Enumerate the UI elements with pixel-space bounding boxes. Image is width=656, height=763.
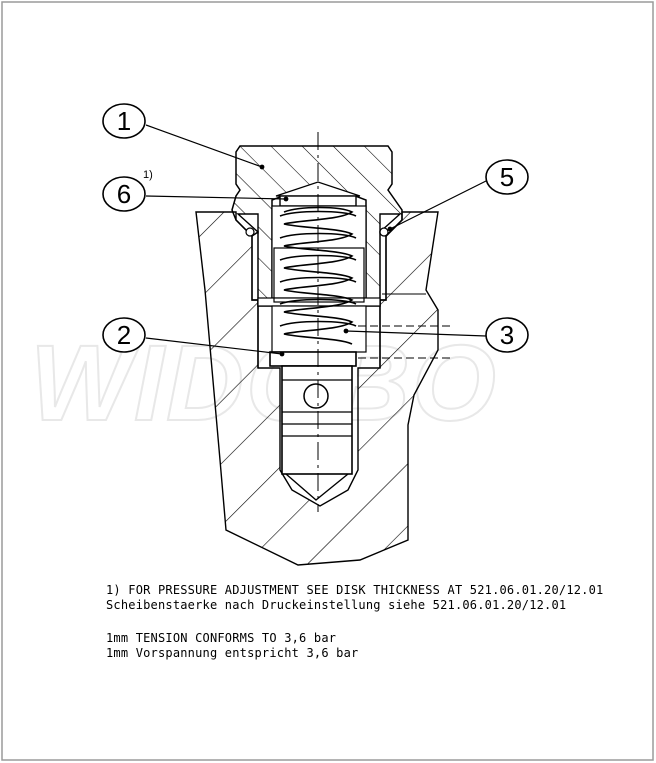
svg-text:6: 6: [117, 179, 131, 209]
spring-chamber: [271, 205, 367, 299]
leader-dot-3: [343, 328, 349, 334]
balloon-2: 2: [102, 317, 146, 353]
note-tension-en: 1mm TENSION CONFORMS TO 3,6 bar: [106, 631, 337, 645]
valve-piston: [281, 365, 353, 501]
leader-lines: [145, 124, 487, 355]
svg-text:2: 2: [117, 320, 131, 350]
balloon-6: 6: [102, 176, 146, 212]
seal-ring-left-detail: [245, 227, 255, 237]
footnote-marker: 1): [143, 169, 153, 181]
leader-dot-1: [259, 164, 265, 170]
note-pressure-adjustment-en: 1) FOR PRESSURE ADJUSTMENT SEE DISK THIC…: [106, 583, 604, 597]
seal-ring-left: [236, 213, 259, 234]
seal-ring-right: [379, 213, 402, 234]
svg-text:3: 3: [500, 320, 514, 350]
compression-spring: [279, 206, 357, 345]
leader-dot-6: [283, 196, 289, 202]
note-pressure-adjustment-de: Scheibenstaerke nach Druckeinstellung si…: [106, 598, 567, 612]
seal-ring-right-detail: [379, 227, 389, 237]
balloon-5: 5: [485, 159, 529, 195]
balloon-1: 1: [102, 103, 146, 139]
svg-text:5: 5: [500, 162, 514, 192]
balloon-3: 3: [485, 317, 529, 353]
leader-dot-5: [387, 226, 393, 232]
cross-bore: [303, 383, 329, 409]
inner-bore: [251, 236, 387, 368]
spring-guide: [273, 247, 365, 303]
leader-dot-2: [279, 351, 285, 357]
note-tension-de: 1mm Vorspannung entspricht 3,6 bar: [106, 646, 359, 660]
svg-text:1: 1: [117, 106, 131, 136]
drawing-notes: 1) FOR PRESSURE ADJUSTMENT SEE DISK THIC…: [106, 583, 626, 661]
lower-chamber: [271, 305, 367, 353]
